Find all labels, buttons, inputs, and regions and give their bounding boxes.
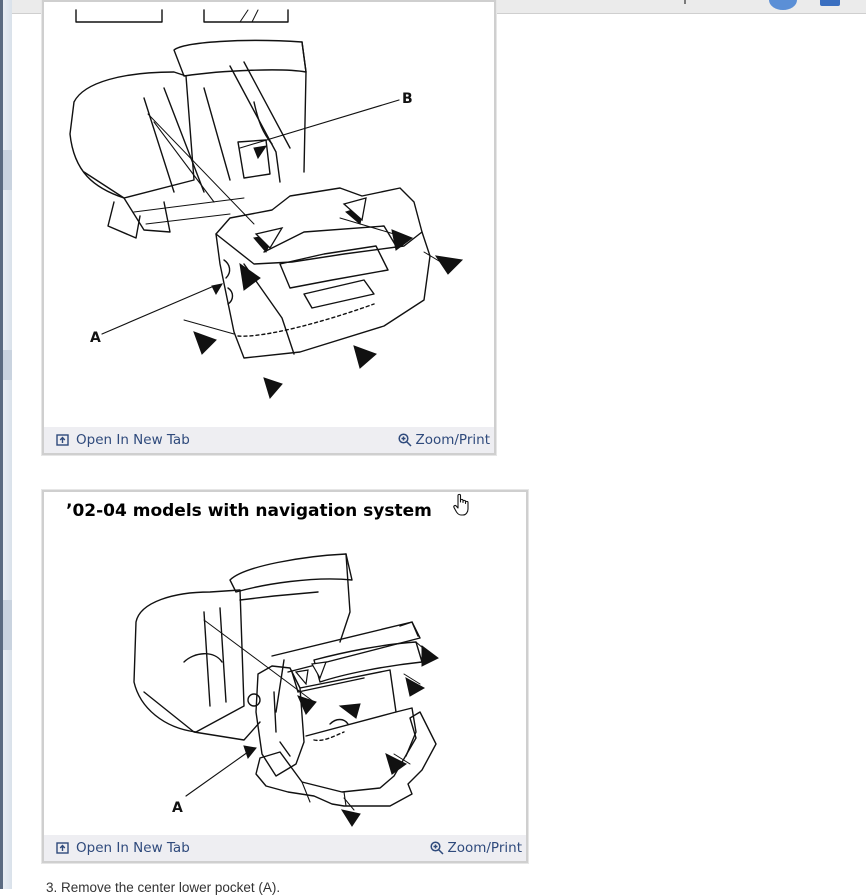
figure-caption: ’02-04 models with navigation system: [66, 501, 432, 521]
open-new-tab-label-2: Open In New Tab: [76, 840, 190, 856]
center-pocket-diagram-2: A: [133, 553, 439, 827]
diagram-image-2: ’02-04 models with navigation system: [44, 492, 526, 835]
step-instruction: 3. Remove the center lower pocket (A).: [46, 880, 281, 895]
callout-label-a: A: [90, 330, 101, 346]
open-new-tab-icon: [56, 842, 69, 854]
figure-diagram-2: ’02-04 models with navigation system: [42, 490, 528, 863]
center-pocket-diagram-1: B A: [69, 9, 464, 400]
figure-actions-bar-1: Open In New Tab Zoom/Print: [44, 427, 494, 453]
zoom-print-button-1[interactable]: Zoom/Print: [398, 432, 490, 448]
zoom-print-button-2[interactable]: Zoom/Print: [430, 840, 522, 856]
zoom-icon: [430, 841, 444, 855]
figure-actions-bar-2: Open In New Tab Zoom/Print: [44, 835, 526, 861]
open-new-tab-label-1: Open In New Tab: [76, 432, 190, 448]
zoom-print-label-2: Zoom/Print: [447, 840, 522, 856]
user-avatar-icon[interactable]: [769, 0, 797, 10]
left-scroll-rail: [0, 0, 12, 889]
diagram-image-1: B A: [44, 2, 494, 427]
callout-label-a-2: A: [172, 800, 183, 816]
hand-cursor-icon: [453, 493, 469, 516]
open-new-tab-button-2[interactable]: Open In New Tab: [56, 840, 190, 856]
zoom-icon: [398, 433, 412, 447]
open-new-tab-icon: [56, 434, 69, 446]
callout-label-b: B: [402, 91, 413, 107]
notification-icon[interactable]: [820, 0, 840, 6]
open-new-tab-button-1[interactable]: Open In New Tab: [56, 432, 190, 448]
zoom-print-label-1: Zoom/Print: [415, 432, 490, 448]
figure-diagram-1: B A Open In New Tab Zoom/Print: [42, 0, 496, 455]
